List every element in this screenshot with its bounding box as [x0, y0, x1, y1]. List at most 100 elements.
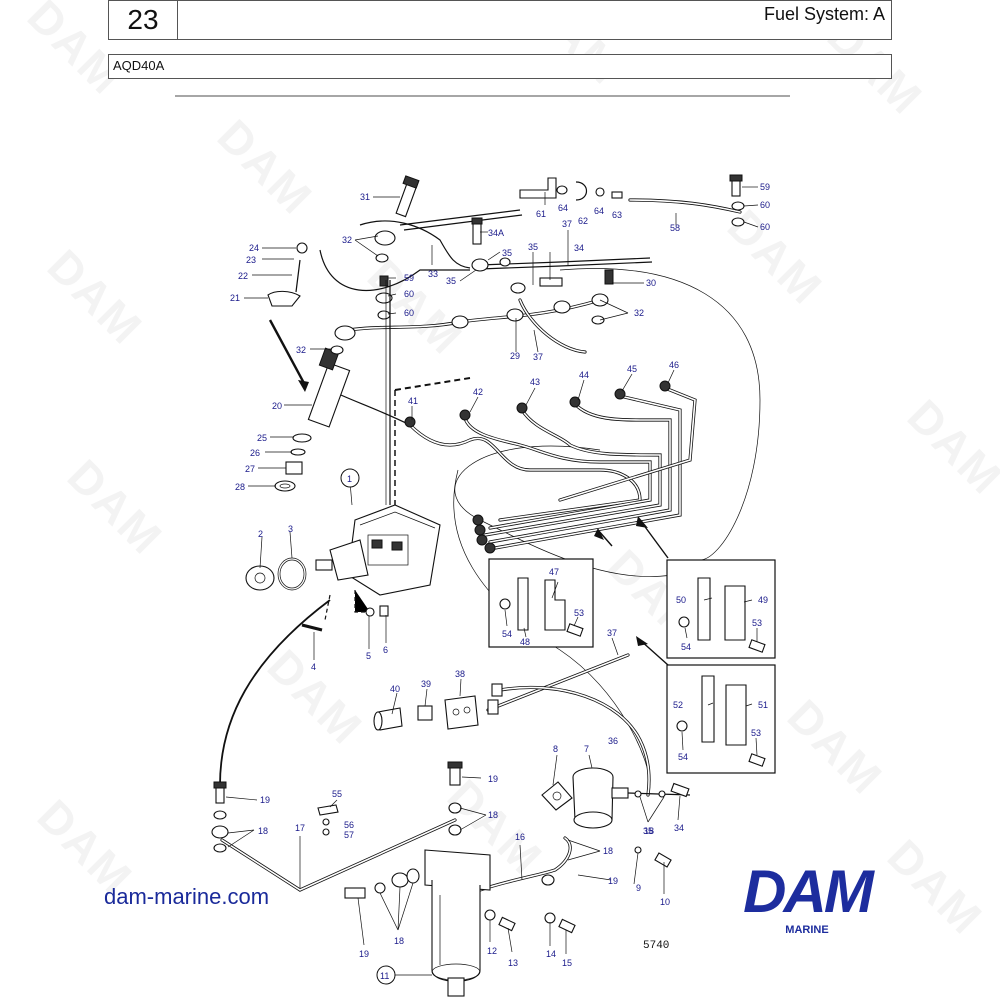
part-label: 45	[627, 364, 637, 374]
part-label: 26	[250, 448, 260, 458]
part-label: 59	[760, 182, 770, 192]
part-label: 21	[230, 293, 240, 303]
website-link[interactable]: dam-marine.com	[104, 884, 270, 909]
section-number: 23	[109, 1, 178, 39]
part-label: 35	[502, 248, 512, 258]
part-label: 64	[594, 206, 604, 216]
part-label: 30	[646, 278, 656, 288]
part-label: 33	[428, 269, 438, 279]
part-label: 17	[295, 823, 305, 833]
feed-pump	[541, 767, 691, 868]
part-label: 15	[562, 958, 572, 968]
page-title: Fuel System: A	[763, 4, 885, 24]
part-label: 28	[235, 482, 245, 492]
brand-subtitle: MARINE	[785, 924, 829, 936]
leader-lines	[225, 186, 759, 976]
part-label: 60	[404, 308, 414, 318]
pipe-nut	[614, 388, 626, 400]
model-label: AQD40A	[113, 58, 165, 73]
part-label: 22	[238, 271, 248, 281]
part-label: 16	[515, 832, 525, 842]
callout-circle	[376, 965, 396, 985]
part-label: 11	[380, 971, 389, 981]
part-label: 18	[488, 810, 498, 820]
part-label: 34	[574, 243, 584, 253]
injection-pump	[245, 280, 471, 632]
part-label: 38	[455, 669, 465, 679]
part-label: 43	[530, 377, 540, 387]
part-label: 53	[752, 618, 762, 628]
brand-logo: DAM MARINE	[714, 858, 900, 937]
part-label: 23	[246, 255, 256, 265]
part-label: 32	[634, 308, 644, 318]
part-label: 54	[678, 752, 688, 762]
pipe-nut	[404, 416, 416, 428]
pipe-nut	[659, 380, 671, 392]
brand-name: DAM	[743, 858, 874, 925]
part-label: 18	[258, 826, 268, 836]
left-banjo-19	[211, 781, 339, 853]
part-label: 36	[608, 736, 618, 746]
part-label: 44	[579, 370, 589, 380]
part-label: 64	[558, 203, 568, 213]
model-bar: AQD40A	[108, 54, 892, 79]
part-label: 59	[404, 273, 414, 283]
part-label: 4	[311, 662, 316, 672]
part-label: 31	[360, 192, 370, 202]
part-label: 51	[758, 700, 768, 710]
part-label: 55	[332, 789, 342, 799]
fuel-filter	[344, 761, 576, 997]
top-brackets	[519, 174, 745, 227]
detail-box-47-48	[488, 558, 594, 648]
part-label: 32	[342, 235, 352, 245]
part-label: 48	[520, 637, 530, 647]
part-label: 35	[446, 276, 456, 286]
part-label: 10	[660, 897, 670, 907]
part-label: 9	[636, 883, 641, 893]
part-label: 19	[260, 795, 270, 805]
part-label: 12	[487, 946, 497, 956]
part-labels: 1 2 3 4 5 6 7 8 9 10 11 12 13 14 15 16 1…	[230, 182, 770, 981]
banjo-fittings	[330, 175, 614, 355]
injector	[267, 242, 351, 492]
part-label: 24	[249, 243, 259, 253]
header-bar: 23 Fuel System: A	[108, 0, 892, 40]
part-label: 49	[758, 595, 768, 605]
part-label: 6	[383, 645, 388, 655]
part-label: 37	[562, 219, 572, 229]
part-label: 61	[536, 209, 546, 219]
pipe-nut	[459, 409, 471, 421]
part-label: 57	[344, 830, 354, 840]
part-label: 3	[288, 524, 293, 534]
part-label: 5	[366, 651, 371, 661]
part-label: 47	[549, 567, 559, 577]
part-label: 58	[670, 223, 680, 233]
part-label: 54	[681, 642, 691, 652]
part-label: 18	[394, 936, 404, 946]
part-label: 37	[533, 352, 543, 362]
part-label: 19	[488, 774, 498, 784]
injection-pipes	[329, 386, 697, 550]
part-label: 62	[578, 216, 588, 226]
part-label: 42	[473, 387, 483, 397]
part-label: 2	[258, 529, 263, 539]
part-label: 50	[676, 595, 686, 605]
part-label: 37	[607, 628, 617, 638]
figure-number: 5740	[643, 940, 670, 952]
part-label: 20	[272, 401, 282, 411]
part-label: 14	[546, 949, 556, 959]
part-label: 35	[643, 826, 653, 836]
part-label: 19	[608, 876, 618, 886]
part-label: 18	[603, 846, 613, 856]
fuel-line-fittings	[373, 683, 503, 731]
part-label: 8	[553, 744, 558, 754]
part-label: 39	[421, 679, 431, 689]
part-label: 63	[612, 210, 622, 220]
callout-circle	[340, 468, 360, 488]
part-label: 35	[528, 242, 538, 252]
part-label: 25	[257, 433, 267, 443]
part-label: 60	[404, 289, 414, 299]
part-label: 34A	[488, 228, 504, 238]
part-label: 18	[644, 826, 654, 836]
part-label: 34	[674, 823, 684, 833]
